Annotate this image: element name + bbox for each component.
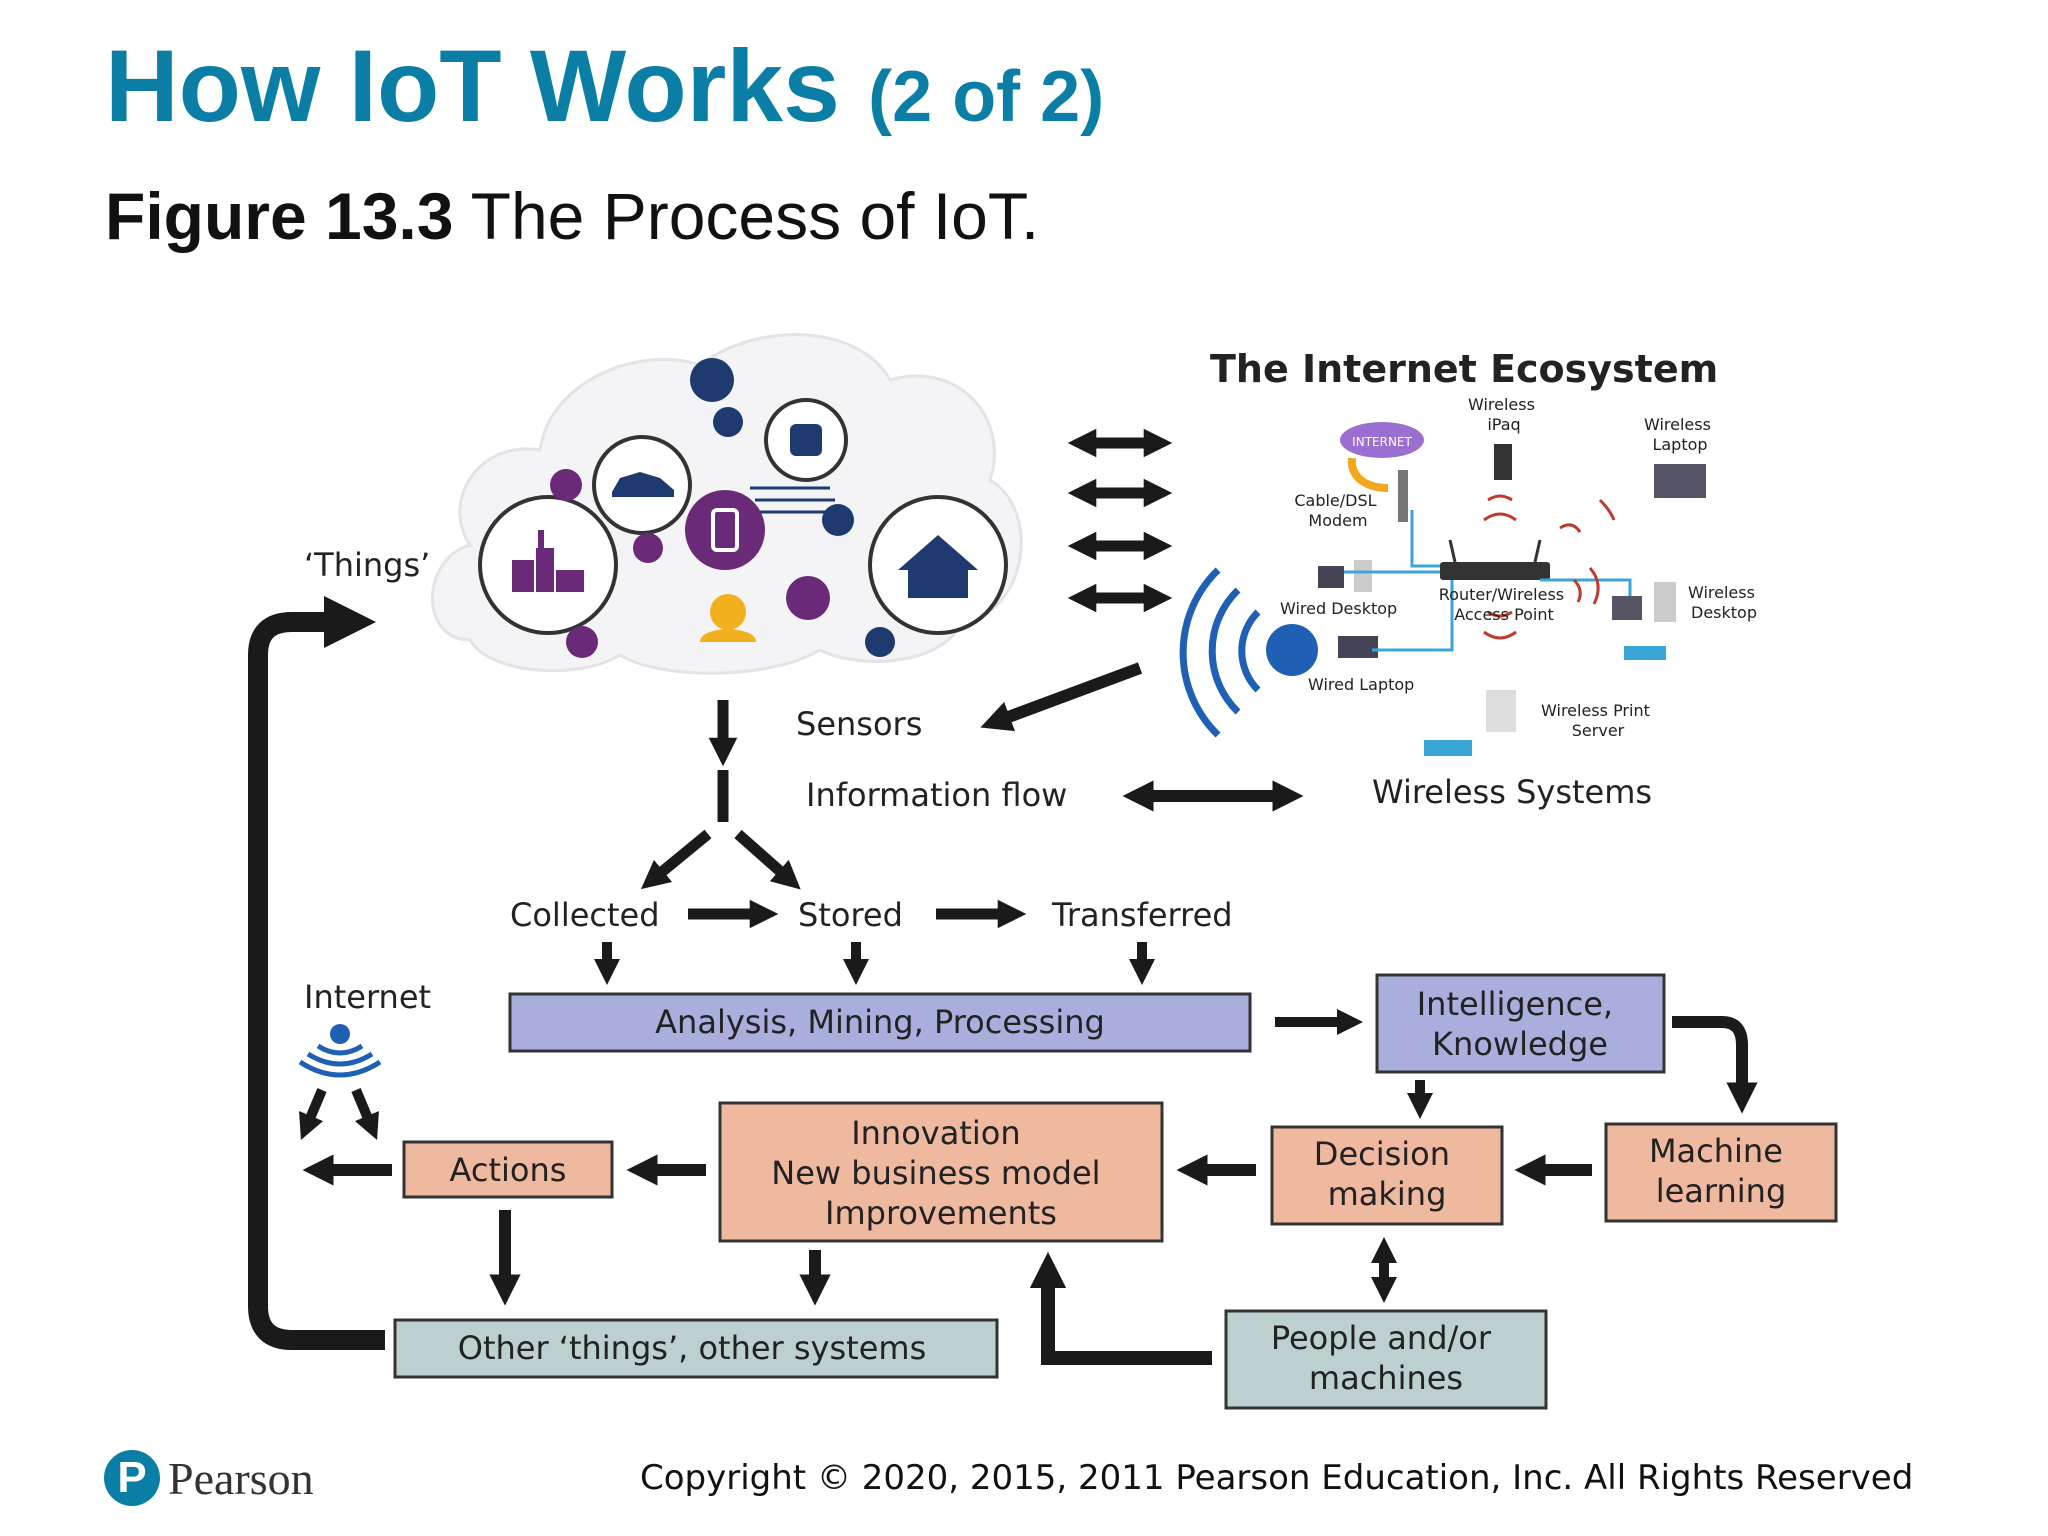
- pearson-wordmark: Pearson: [168, 1453, 314, 1504]
- ecosystem-title: The Internet Ecosystem: [1210, 347, 1718, 391]
- split-left-arrow: [640, 829, 712, 890]
- wired-laptop-label: Wired Laptop: [1308, 675, 1414, 694]
- smartwatch-icon: [790, 424, 822, 456]
- people-to-innovation-arrow: [1029, 1251, 1212, 1365]
- wireless-desktop-icon: [1612, 596, 1642, 620]
- sensors-label: Sensors: [796, 705, 922, 743]
- smart-home-icon: [898, 535, 978, 598]
- person-head-icon: [710, 594, 746, 630]
- information-flow-label: Information flow: [806, 776, 1067, 814]
- cable-modem-icon: [1398, 470, 1408, 522]
- wireless-ipaq-label: Wireless iPaq: [1468, 395, 1540, 434]
- actions-label: Actions: [450, 1151, 567, 1189]
- internet-left-arrow: [299, 1088, 327, 1140]
- wireless-laptop-label: Wireless Laptop: [1644, 415, 1716, 454]
- machine-learning-label: Machine learning: [1649, 1132, 1793, 1210]
- machine-learning-box: [1604, 1122, 1838, 1223]
- double-arrows: [1067, 428, 1173, 613]
- internet-right-arrow: [351, 1088, 379, 1140]
- network-devices: INTERNET Wireless iPaq Wireless Laptop: [1280, 395, 1760, 756]
- other-things-label: Other ‘things’, other systems: [458, 1329, 926, 1367]
- stored-label: Stored: [798, 896, 903, 934]
- analysis-label: Analysis, Mining, Processing: [655, 1003, 1105, 1041]
- people-machines-label: People and/or machines: [1271, 1319, 1501, 1397]
- pearson-logo-letter: P: [117, 1453, 147, 1502]
- terminal-icon: [690, 358, 734, 402]
- person-body-icon: [700, 629, 756, 642]
- wireless-signal-icon: [1179, 567, 1318, 738]
- intelligence-box: [1375, 973, 1666, 1074]
- wired-desktop-tower: [1354, 560, 1372, 592]
- innovation-label: Innovation New business model Improvemen…: [771, 1114, 1110, 1232]
- wired-laptop-icon: [1338, 636, 1378, 658]
- title-suffix: (2 of 2): [868, 57, 1105, 137]
- router-label: Router/Wireless Access Point: [1439, 585, 1569, 624]
- router-icon: [1440, 562, 1550, 580]
- network-cables: [1344, 510, 1632, 652]
- copyright-notice: Copyright © 2020, 2015, 2011 Pearson Edu…: [640, 1458, 1914, 1498]
- decision-making-box: [1270, 1125, 1504, 1226]
- figure-caption-text: The Process of IoT.: [470, 179, 1040, 253]
- music-icon: [822, 504, 854, 536]
- wireless-laptop-icon: [1654, 464, 1706, 498]
- data-stream-lines: [750, 486, 835, 514]
- other-things-box: [393, 1318, 999, 1379]
- wireless-desktop-tower: [1654, 582, 1676, 622]
- things-label: ‘Things’: [304, 546, 430, 584]
- wireless-desktop-label: Wireless Desktop: [1688, 583, 1760, 622]
- collected-label: Collected: [510, 896, 660, 934]
- gamepad-icon: [550, 469, 582, 501]
- internet-cloud-label: INTERNET: [1352, 435, 1412, 449]
- feedback-loop-arrow: [248, 596, 385, 1350]
- split-right-arrow: [734, 829, 801, 890]
- wireless-systems-label: Wireless Systems: [1372, 773, 1652, 811]
- intelligence-label: Intelligence, Knowledge: [1417, 985, 1624, 1063]
- transferred-label: Transferred: [1051, 896, 1233, 934]
- laptop-icon: [786, 576, 830, 620]
- actions-box: [402, 1140, 614, 1199]
- figure-label: Figure 13.3: [105, 179, 454, 253]
- decision-making-label: Decision making: [1314, 1135, 1460, 1213]
- figure-caption: Figure 13.3 The Process of IoT.: [105, 178, 1039, 254]
- internet-cloud-icon: [1340, 422, 1424, 458]
- wireless-printer-icon: [1424, 740, 1472, 756]
- smartphone-icon: [711, 508, 739, 552]
- lightbulb-icon: [865, 627, 895, 657]
- ecosystem-to-sensors-arrow: [980, 662, 1143, 732]
- cable-modem-label: Cable/DSL Modem: [1294, 491, 1381, 530]
- factory-icon: [512, 530, 584, 592]
- print-server-icon: [1486, 690, 1516, 732]
- intelligence-to-ml-arrow: [1672, 1016, 1758, 1114]
- print-server-label: Wireless Print Server: [1541, 701, 1655, 740]
- title-main: How IoT Works: [105, 29, 840, 143]
- people-machines-box: [1224, 1309, 1548, 1410]
- car-icon: [612, 472, 674, 497]
- printer-icon: [1624, 646, 1666, 660]
- internet-wifi-icon: [298, 1024, 382, 1078]
- wifi-waves: [1483, 494, 1616, 640]
- things-cloud: [431, 333, 1023, 675]
- location-icon: [633, 533, 663, 563]
- flow-arrows: [248, 596, 1758, 1365]
- smartphone-circle: [685, 490, 765, 570]
- wireless-ipaq-icon: [1494, 444, 1512, 480]
- chat-icon: [713, 407, 743, 437]
- analysis-box: [508, 992, 1252, 1053]
- slide-title: How IoT Works (2 of 2): [105, 30, 1104, 142]
- tag-icon: [566, 626, 598, 658]
- wired-desktop-label: Wired Desktop: [1280, 599, 1397, 618]
- pearson-logo: P: [104, 1450, 160, 1506]
- internet-connect-arrow: [1347, 457, 1389, 492]
- innovation-box: [718, 1101, 1164, 1243]
- wired-desktop-icon: [1318, 566, 1344, 588]
- internet-label: Internet: [304, 978, 431, 1016]
